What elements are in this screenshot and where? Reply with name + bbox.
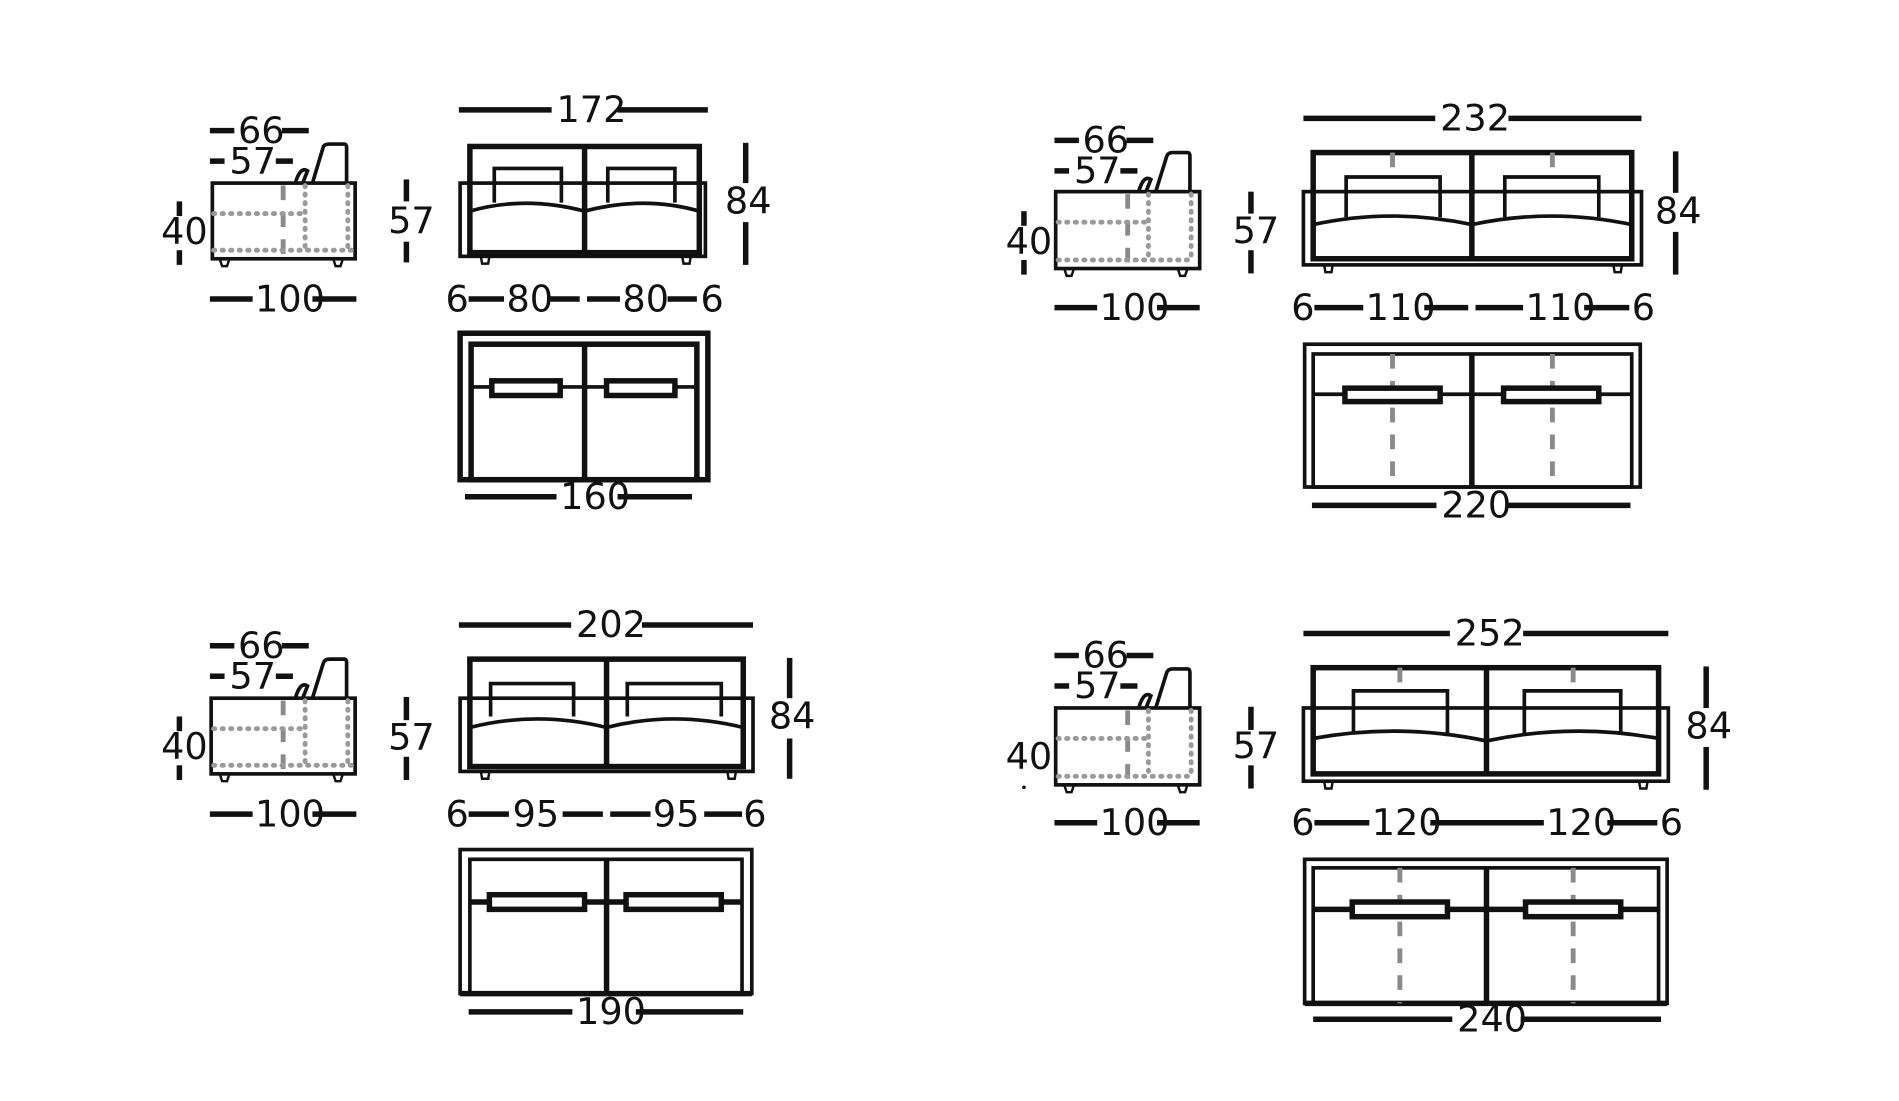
side-view: 66 57 40 100 [1006,119,1202,329]
side-view: 66 57 40 100 [161,624,357,835]
dim-arm-left: 6 [445,792,468,835]
dim-depth-seat: 57 [229,139,276,182]
dim-back-height: 57 [1233,724,1280,767]
model-252-group: 66 57 40 100 252 57 [1006,612,1732,1041]
dim-depth-total: 66 [238,109,285,152]
dim-depth-total: 66 [1083,119,1130,162]
dim-back-height: 57 [1233,209,1280,252]
dim-arm-right: 6 [701,277,724,320]
dim-depth-total: 66 [1083,634,1130,677]
dim-seat-height: 40 [161,210,208,253]
dim-depth-seat: 57 [229,654,276,697]
side-view: 66 57 40 100 [161,109,357,320]
dim-plan-width: 220 [1441,484,1511,527]
dim-seat-left: 95 [513,792,560,835]
plan-view: 190 [458,847,754,1033]
dim-seat-height: 40 [161,725,208,768]
dim-arm-right: 6 [1660,801,1683,844]
dim-seat-right: 95 [653,792,700,835]
front-view: 172 57 84 6 80 80 6 [388,88,771,320]
dim-seat-height: 40 [1006,735,1053,778]
dim-height: 84 [1655,189,1702,232]
dim-width: 202 [576,603,646,646]
model-172-group: 66 57 40 100 172 [161,88,771,518]
dim-width: 232 [1440,97,1510,140]
dim-depth-seat: 57 [1074,664,1121,707]
dim-plan-width: 240 [1457,997,1527,1040]
dim-arm-left: 6 [1291,286,1314,329]
dim-height: 84 [769,695,816,738]
model-202-group: 66 57 40 100 202 57 [161,603,815,1033]
dim-seat-right: 80 [622,277,669,320]
dim-seat-left: 110 [1366,286,1436,329]
dim-seat-height: 40 [1006,220,1053,263]
dim-arm-left: 6 [1291,801,1314,844]
dim-width: 252 [1455,612,1525,655]
dim-seat-right: 120 [1546,801,1616,844]
side-view: 66 57 40 100 [1006,634,1202,844]
front-view: 232 57 84 6 110 110 6 [1233,97,1702,329]
model-232-group: 66 57 40 100 232 57 [1006,97,1702,527]
dim-depth-total: 66 [238,624,285,667]
dim-width: 172 [557,88,627,131]
dim-height: 84 [1685,704,1732,747]
dim-arm-right: 6 [1632,286,1655,329]
dim-plan-width: 190 [576,990,646,1033]
dim-seat-right: 110 [1526,286,1596,329]
dim-seat-left: 80 [506,277,553,320]
plan-view: 220 [1302,342,1643,527]
dim-back-height: 57 [388,199,435,242]
dim-height: 84 [725,180,772,223]
front-view: 202 57 84 6 95 95 6 [388,603,815,835]
dim-seat-left: 120 [1372,801,1442,844]
dim-arm-left: 6 [445,277,468,320]
dim-arm-right: 6 [743,792,766,835]
plan-view: 160 [457,330,711,518]
dim-back-height: 57 [388,715,435,758]
front-view: 252 57 84 6 120 120 6 [1233,612,1732,844]
plan-view: 240 [1302,857,1669,1040]
dim-depth-seat: 57 [1074,149,1121,192]
